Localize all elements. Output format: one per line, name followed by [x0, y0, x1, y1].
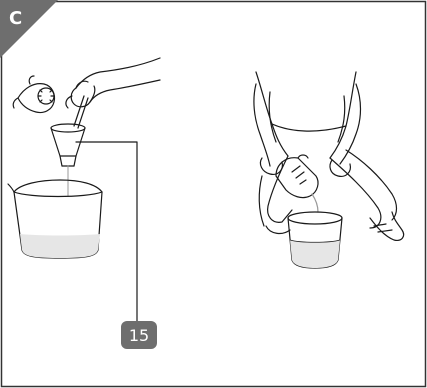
callout-number: 15	[129, 326, 149, 345]
panel-letter: C	[9, 8, 22, 29]
jug-liquid	[20, 234, 100, 258]
bucket-liquid	[290, 240, 340, 268]
